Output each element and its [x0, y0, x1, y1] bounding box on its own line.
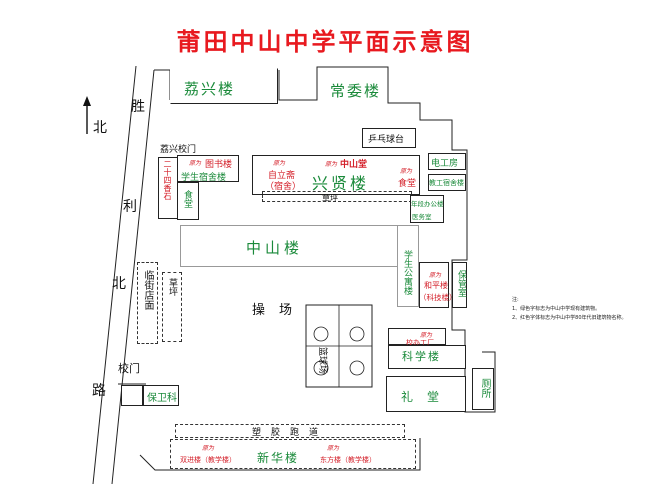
building-zhongshan [180, 225, 398, 267]
yuan-shuangjin-prefix: 原为 [202, 445, 215, 452]
building-xingxian [252, 155, 420, 195]
track [175, 424, 405, 438]
dongfang-label: 东方楼（教学楼） [320, 456, 376, 464]
building-xiaoban [388, 328, 446, 345]
tushu-label: 图书楼 [205, 160, 233, 170]
gongyu-label: 学生公寓楼 [402, 250, 412, 295]
keji-label: （科技楼） [419, 293, 457, 302]
yiwu-label: 医务室 [412, 213, 432, 221]
map-notes: 注: 1、绿色字标志为中山中学现有建筑物。 2、红色字体标志为中山中学80年代旧… [512, 296, 647, 323]
building-baowei [143, 385, 179, 406]
main-gate-label: 校门 [118, 362, 140, 375]
building-heping [419, 262, 449, 308]
caochang-label: 操场 [252, 303, 307, 318]
zilizhai-label: 自立斋 [268, 171, 296, 181]
cesuo-label: 厕所 [479, 378, 490, 398]
caoping-side [162, 272, 182, 342]
gate-post [121, 385, 143, 406]
shuangjin-label: 双进楼（教学楼） [180, 456, 236, 464]
yuan-zhongshantang-prefix: 原为 [325, 161, 338, 168]
caoping-top-label: 草坪 [322, 194, 338, 203]
jiaogong-building [428, 174, 466, 191]
page-title: 莆田中山中学平面示意图 [176, 28, 474, 56]
shitang-left-label: 食堂 [182, 190, 192, 208]
building-lixing [170, 68, 278, 104]
lanqiu-label: 篮球场 [317, 347, 327, 375]
north-label: 北 [93, 120, 107, 136]
baoguan-label: 保管室 [456, 270, 466, 297]
zhongshantang-label: 中山堂 [340, 160, 368, 170]
changwei-label: 常委楼 [330, 82, 382, 100]
pingpang-table [362, 128, 416, 148]
ershi-label: 二十四香石 [163, 160, 172, 200]
road-char-3: 北 [112, 276, 126, 292]
building-nianduan [410, 195, 444, 223]
xinhua-label: 新华楼 [257, 451, 300, 465]
building-tushu [177, 155, 239, 182]
yuan-heping-prefix: 原为 [429, 272, 442, 279]
notes-line-2: 2、红色字体标志为中山中学80年代旧建筑物名称。 [512, 315, 627, 321]
building-xinhua [170, 439, 416, 469]
yuan-dongfang-prefix: 原为 [327, 445, 340, 452]
litang-label: 礼堂 [401, 390, 454, 404]
xiaoban-label: 校办工厂 [406, 339, 434, 347]
xuesheng-sushe-label: 学生宿舍楼 [181, 173, 227, 183]
yuan-xiaoban-prefix: 原为 [420, 332, 433, 339]
diangong-label: 电工房 [431, 159, 459, 169]
kexue-label: 科学楼 [402, 350, 441, 363]
notes-head: 注: [512, 297, 519, 303]
yuan-tushu-prefix: 原为 [189, 160, 202, 167]
caoping-side-label: 草坪 [167, 278, 177, 296]
lixing-gate-label: 荔兴校门 [160, 145, 197, 155]
road-char-2: 利 [123, 199, 137, 215]
linjie-shops [137, 262, 158, 344]
road-char-4: 路 [92, 383, 106, 399]
track-label: 塑胶跑道 [252, 428, 329, 438]
nianduan-label: 年段办公楼 [411, 200, 444, 208]
building-gongyu [397, 225, 419, 307]
road-char-1: 胜 [131, 99, 145, 115]
sushe-paren-label: （宿舍） [265, 182, 302, 192]
linjie-label: 临街店面 [142, 270, 153, 310]
building-cesuo [472, 368, 494, 410]
building-kexue [388, 345, 466, 369]
zhongshan-label: 中山楼 [246, 239, 304, 257]
building-shitang-left [177, 182, 199, 220]
jiaogong-label: 教工宿舍楼 [429, 179, 464, 187]
heping-label: 和平楼 [424, 281, 448, 290]
shitang-right-label: 食堂 [398, 179, 417, 189]
yuan-shitang-prefix: 原为 [400, 168, 413, 175]
diangong-room [428, 153, 466, 170]
xingxian-label: 兴贤楼 [312, 174, 370, 193]
baowei-label: 保卫科 [147, 393, 177, 404]
notes-line-1: 1、绿色字标志为中山中学现有建筑物。 [512, 306, 601, 312]
yuan-zilizhai-prefix: 原为 [273, 160, 286, 167]
building-baoguan [452, 262, 467, 308]
lixing-label: 荔兴楼 [184, 80, 236, 98]
pingpang-label: 乒乓球台 [368, 135, 405, 145]
building-litang [386, 376, 466, 412]
